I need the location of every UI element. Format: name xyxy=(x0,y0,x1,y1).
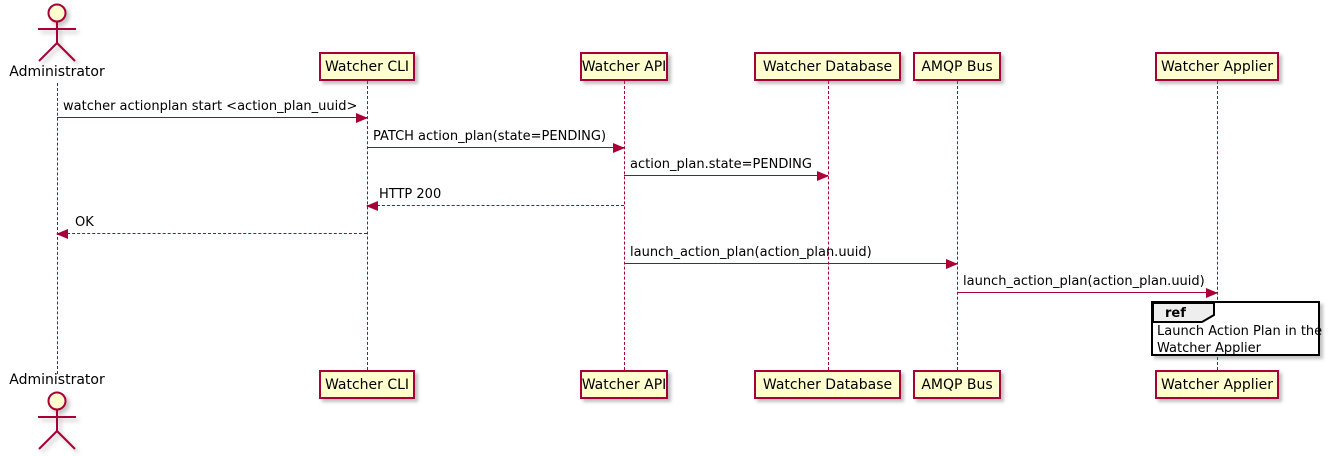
arrowhead-icon xyxy=(946,259,958,269)
lifeline-watcher-cli xyxy=(367,81,368,370)
participant-watcher-database-top: Watcher Database xyxy=(754,52,901,81)
lifeline-watcher-database xyxy=(828,81,829,370)
arrowhead-icon xyxy=(1206,288,1218,298)
participant-label: AMQP Bus xyxy=(921,58,993,75)
arrowhead-icon xyxy=(613,143,625,153)
participant-watcher-applier-bottom: Watcher Applier xyxy=(1155,370,1279,399)
actor-icon xyxy=(38,391,76,450)
participant-label: Watcher CLI xyxy=(324,376,410,393)
ref-text: Launch Action Plan in the Watcher Applie… xyxy=(1157,323,1322,357)
message-arrow xyxy=(367,143,625,153)
message-arrow xyxy=(624,171,829,181)
participant-label: Watcher API xyxy=(581,58,667,75)
ref-keyword: ref xyxy=(1165,306,1186,321)
message-arrow xyxy=(57,113,368,123)
lifeline-amqp-bus xyxy=(957,81,958,370)
message-label: HTTP 200 xyxy=(379,187,442,202)
participant-watcher-cli-top: Watcher CLI xyxy=(319,52,415,81)
actor-administrator-top: Administrator xyxy=(0,2,114,80)
message-label: launch_action_plan(action_plan.uuid) xyxy=(630,245,872,260)
actor-label: Administrator xyxy=(9,64,105,80)
participant-label: AMQP Bus xyxy=(921,376,993,393)
ref-text-line2: Watcher Applier xyxy=(1157,341,1261,356)
ref-text-line1: Launch Action Plan in the xyxy=(1157,324,1323,339)
participant-watcher-api-bottom: Watcher API xyxy=(580,370,668,399)
participant-label: Watcher Database xyxy=(762,58,893,75)
participant-amqp-bus-top: AMQP Bus xyxy=(913,52,1001,81)
lifeline-watcher-api xyxy=(624,81,625,370)
participant-watcher-applier-top: Watcher Applier xyxy=(1155,52,1279,81)
message-label: launch_action_plan(action_plan.uuid) xyxy=(963,274,1205,289)
actor-icon xyxy=(38,3,76,62)
message-label: action_plan.state=PENDING xyxy=(630,157,812,172)
participant-label: Watcher Applier xyxy=(1161,376,1273,393)
arrowhead-icon xyxy=(366,201,378,211)
participant-watcher-database-bottom: Watcher Database xyxy=(754,370,901,399)
participant-label: Watcher API xyxy=(581,376,667,393)
message-arrow xyxy=(56,229,367,239)
message-arrow xyxy=(957,288,1218,298)
lifeline-administrator xyxy=(57,83,58,374)
participant-label: Watcher Applier xyxy=(1161,58,1273,75)
actor-label: Administrator xyxy=(9,372,105,388)
lifeline-watcher-applier xyxy=(1217,81,1218,370)
arrowhead-icon xyxy=(356,113,368,123)
participant-label: Watcher Database xyxy=(762,376,893,393)
message-arrow xyxy=(624,259,958,269)
participant-watcher-cli-bottom: Watcher CLI xyxy=(319,370,415,399)
ref-header-pentagon: ref xyxy=(1152,302,1215,323)
actor-administrator-bottom: Administrator xyxy=(0,372,114,454)
message-label: OK xyxy=(75,215,94,230)
arrowhead-icon xyxy=(817,171,829,181)
participant-watcher-api-top: Watcher API xyxy=(580,52,668,81)
arrowhead-icon xyxy=(56,229,68,239)
message-label: PATCH action_plan(state=PENDING) xyxy=(373,129,607,144)
participant-label: Watcher CLI xyxy=(324,58,410,75)
message-arrow xyxy=(366,201,624,211)
message-label: watcher actionplan start <action_plan_uu… xyxy=(63,99,358,114)
ref-fragment: ref Launch Action Plan in the Watcher Ap… xyxy=(1151,301,1322,357)
participant-amqp-bus-bottom: AMQP Bus xyxy=(913,370,1001,399)
